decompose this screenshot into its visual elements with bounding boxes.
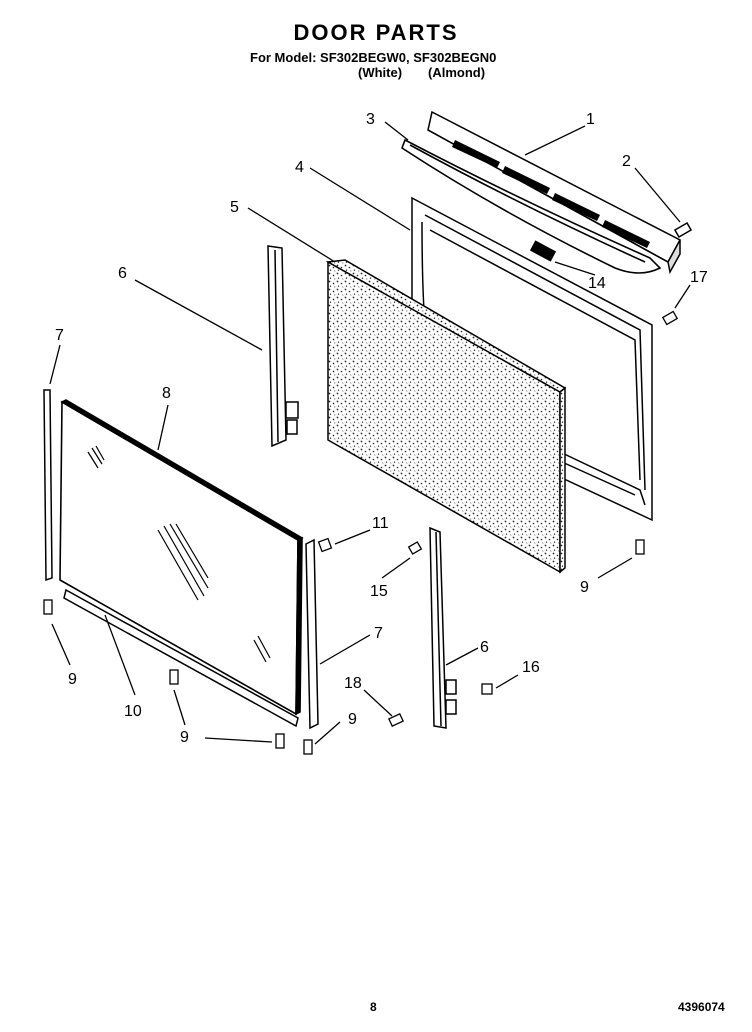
variant-white: (White)	[358, 65, 403, 80]
callout-9-center: 9	[348, 711, 357, 728]
callout-7-left: 7	[55, 327, 64, 344]
callout-1: 1	[586, 111, 595, 128]
callout-3: 3	[366, 111, 375, 128]
callout-9-bottom: 9	[180, 729, 189, 746]
callout-4: 4	[295, 159, 304, 176]
bottom-trim-part-10	[63, 588, 299, 728]
callout-6-right: 6	[480, 639, 489, 656]
leader-lines	[49, 121, 691, 745]
callout-10: 10	[124, 703, 142, 720]
variant-almond: (Almond)	[428, 65, 486, 80]
callout-17: 17	[690, 269, 708, 286]
callout-15: 15	[370, 583, 388, 600]
seal-strip-part-7-left	[43, 389, 53, 582]
insulation-part-5	[325, 259, 567, 574]
door-trim-part-1	[427, 110, 682, 275]
callout-9-right: 9	[580, 579, 589, 596]
clips-and-screws	[317, 310, 679, 728]
screw-part-2	[673, 222, 693, 238]
hinge-part-6-left	[267, 245, 299, 448]
hinge-part-6-right	[429, 526, 457, 729]
door-glass-part-8	[59, 399, 304, 716]
callout-18: 18	[344, 675, 362, 692]
page-number: 8	[370, 1000, 377, 1014]
callout-5: 5	[230, 199, 239, 216]
callout-16: 16	[522, 659, 540, 676]
seal-strip-part-7-right	[305, 538, 319, 730]
model-line: For Model: SF302BEGW0, SF302BEGN0	[250, 50, 497, 65]
callout-6-left: 6	[118, 265, 127, 282]
callout-7-right: 7	[374, 625, 383, 642]
document-number: 4396074	[678, 1000, 725, 1014]
callout-8: 8	[162, 385, 171, 402]
page-title: DOOR PARTS	[293, 20, 459, 45]
door-handle-part-3	[401, 138, 662, 274]
screws-part-9	[43, 539, 645, 755]
callout-9-left: 9	[68, 671, 77, 688]
callout-11: 11	[372, 515, 389, 532]
callout-2: 2	[622, 153, 631, 170]
callout-14: 14	[588, 275, 606, 292]
